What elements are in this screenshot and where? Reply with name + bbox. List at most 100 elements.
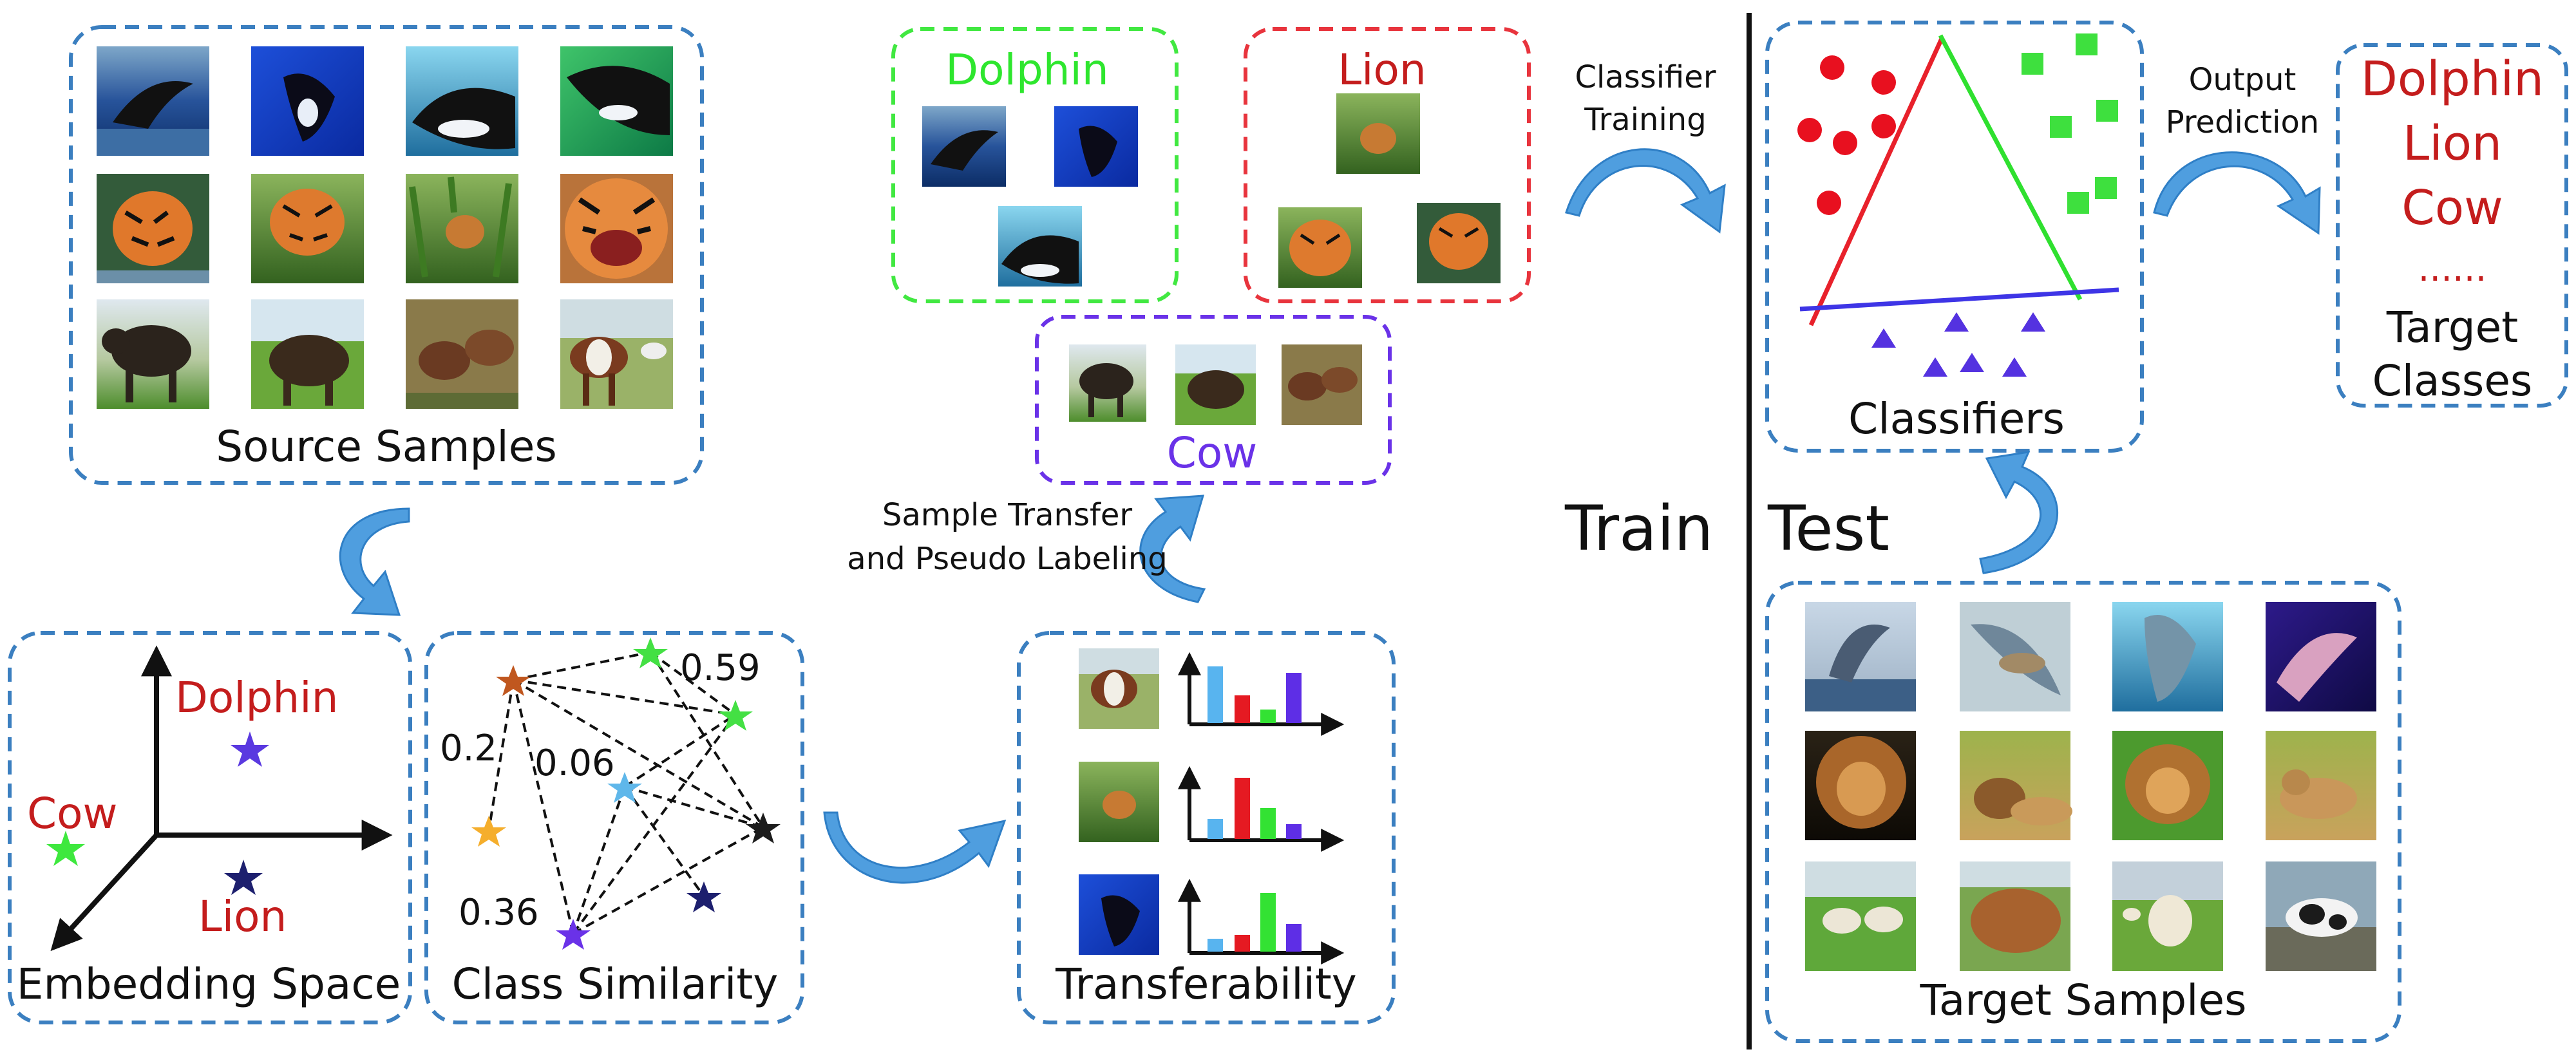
photo-thumbnail [1960,861,2070,971]
photo-thumbnail [1054,106,1138,187]
star-icon [633,637,668,668]
curved-arrow-icon [1139,494,1206,603]
photo-thumbnail [251,299,364,409]
classifiers-title: Classifiers [1848,394,2065,444]
lion-group-box [1244,27,1531,303]
classifier-plot [1797,33,2119,377]
photo-thumbnail [1079,874,1159,955]
class-point [1923,357,1947,377]
class-point [1960,353,1984,372]
dolphin-group-label: Dolphin [945,45,1109,95]
photo-thumbnail [2266,861,2376,971]
photo-thumbnail [1278,207,1362,288]
curved-arrow-icon [823,811,1007,884]
photo-thumbnail [97,46,209,156]
photo-thumbnail [922,106,1006,187]
sample-transfer-line2: and Pseudo Labeling [847,541,1168,577]
class-point [1817,191,1841,215]
class-point [2002,357,2027,377]
photo-thumbnail [406,46,518,156]
photo-thumbnail [1282,344,1362,425]
photo-thumbnail [560,299,673,409]
similarity-value: 0.2 [440,728,498,769]
prediction-lion: Lion [2403,116,2502,171]
class-point [2021,312,2045,332]
photo-thumbnail [1079,648,1159,729]
classifiers-box [1765,21,2144,453]
transferability-thumbnails [1079,648,1159,955]
similarity-value: 0.36 [459,892,539,934]
photo-thumbnail [251,174,364,283]
embedding-cow-label: Cow [27,789,118,838]
star-icon [718,700,753,731]
photo-thumbnail [1805,731,1916,840]
photo-thumbnail [1069,344,1146,422]
photo-thumbnail [2112,731,2223,840]
embedding-axes [50,645,393,952]
lion-group-thumbnails [1278,93,1501,288]
photo-thumbnail [2112,602,2223,711]
dolphin-group-box [891,27,1179,303]
class-point [2095,177,2117,199]
embedding-dolphin-label: Dolphin [175,673,339,722]
star-icon [471,816,506,847]
class-point [2067,192,2089,214]
photo-thumbnail [251,46,364,156]
classifier-training-line2: Training [1584,102,1707,138]
cow-group-label: Cow [1166,428,1258,478]
output-prediction-line2: Prediction [2165,104,2320,140]
prediction-ellipsis: ...... [2418,248,2487,290]
class-point [2050,116,2072,138]
class-point [2076,33,2098,55]
class-similarity-title: Class Similarity [451,959,779,1009]
similarity-value: 0.59 [680,647,761,689]
photo-thumbnail [1960,602,2070,711]
star-icon [687,881,721,912]
target-thumbnails [1805,602,2376,971]
class-point [1820,55,1844,80]
embedding-space-title: Embedding Space [16,959,401,1009]
test-phase-label: Test [1768,493,1890,565]
prediction-dolphin: Dolphin [2360,52,2544,107]
transferability-charts [1178,652,1345,965]
embedding-lion-label: Lion [198,892,287,941]
star-icon [556,919,591,950]
curved-arrow-icon [2153,151,2321,235]
similarity-edges [488,651,764,935]
photo-thumbnail [97,299,209,409]
class-point [1871,70,1896,95]
target-samples-box [1765,581,2401,1043]
train-phase-label: Train [1565,493,1714,565]
cow-group-box [1035,315,1392,485]
photo-thumbnail [406,299,518,409]
prediction-cow: Cow [2401,180,2503,236]
similarity-nodes [471,637,781,950]
star-icon [746,813,781,843]
lion-group-label: Lion [1338,45,1426,95]
photo-thumbnail [406,174,518,283]
star-icon [231,731,269,767]
cow-group-thumbnails [1069,344,1362,425]
target-samples-title: Target Samples [1920,975,2247,1025]
class-point [1797,118,1822,142]
photo-thumbnail [1336,93,1420,174]
class-point [1833,131,1857,155]
photo-thumbnail [560,174,673,283]
transferability-title: Transferability [1056,959,1357,1009]
class-point [1944,312,1969,332]
photo-thumbnail [1079,762,1159,842]
source-thumbnails [97,46,673,409]
sample-transfer-line1: Sample Transfer [882,497,1133,533]
photo-thumbnail [97,174,209,283]
photo-thumbnail [2266,731,2376,840]
source-samples-title: Source Samples [216,422,557,471]
photo-thumbnail [998,206,1082,287]
curved-arrow-icon [339,507,410,616]
star-icon [607,772,642,803]
star-icon [496,665,531,696]
target-classes-line1: Target [2386,303,2519,352]
class-point [1871,328,1896,348]
class-point [1871,114,1896,138]
